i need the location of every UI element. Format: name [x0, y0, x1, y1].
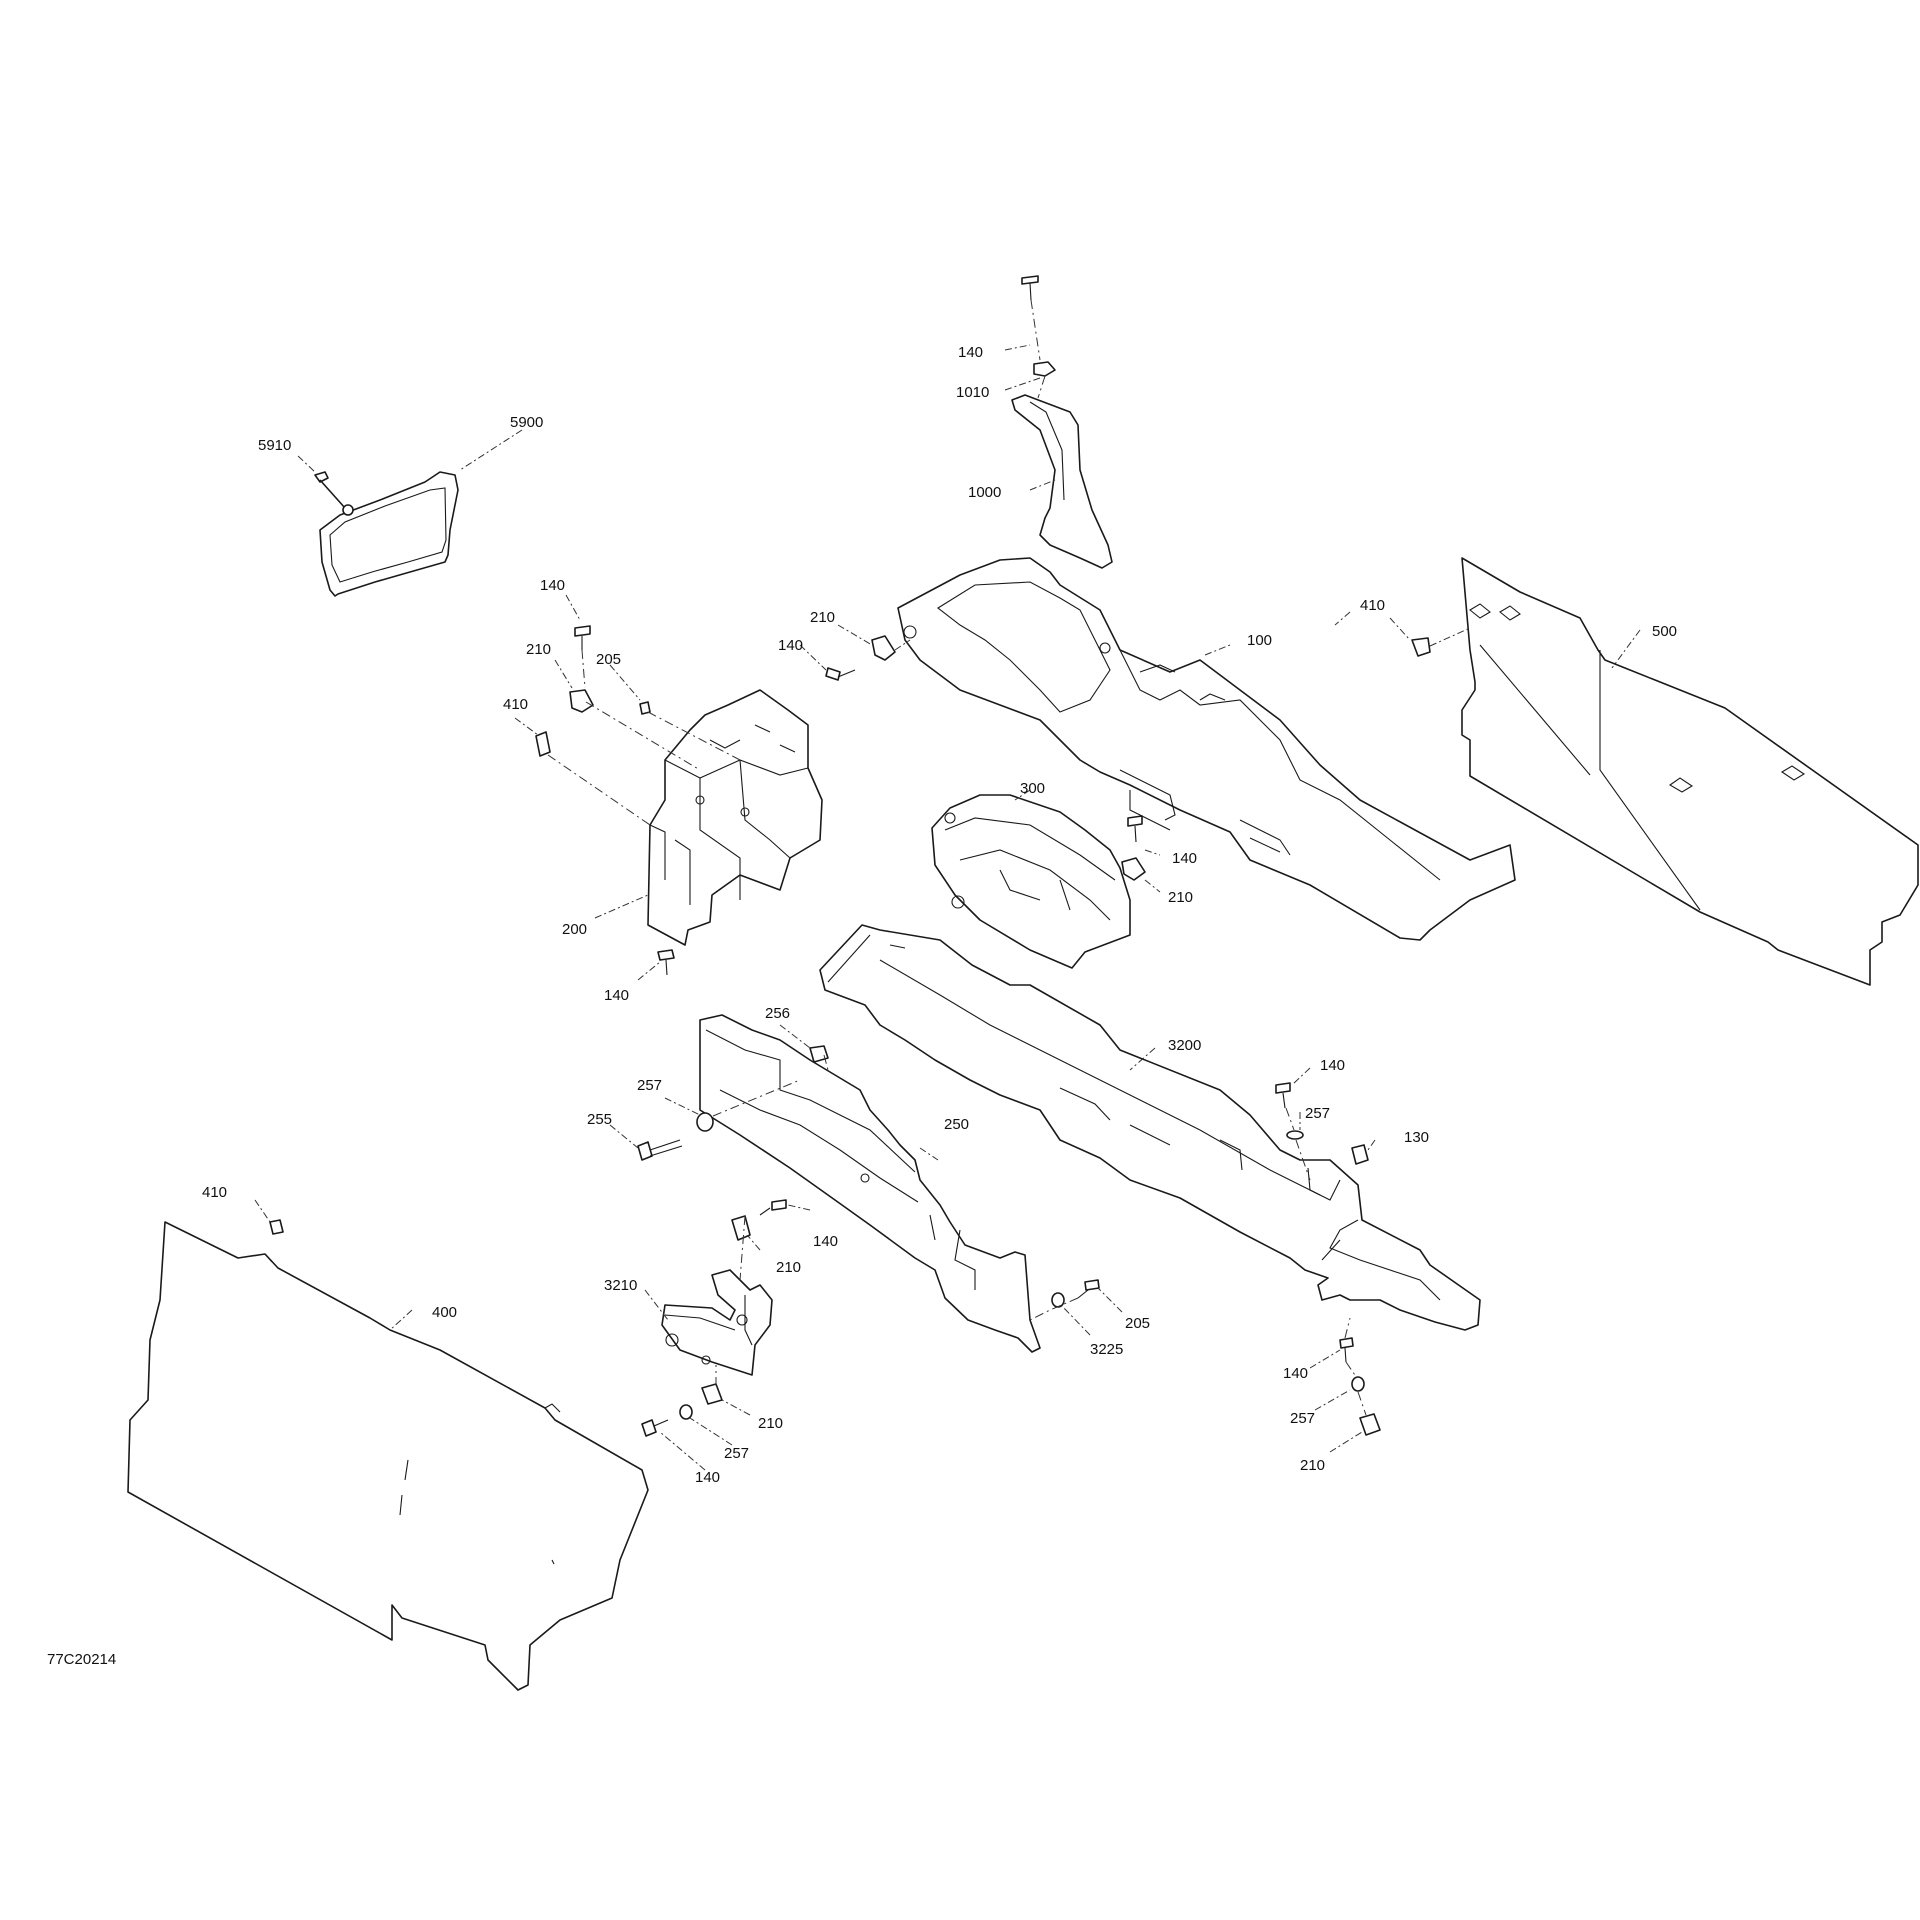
callout-410: 410: [1360, 597, 1385, 614]
callout-210: 210: [1168, 889, 1193, 906]
screw-140-console[interactable]: [825, 667, 856, 681]
callout-255: 255: [587, 1111, 612, 1128]
part-3210-bracket[interactable]: [661, 1269, 773, 1376]
clip-130[interactable]: [1351, 1144, 1369, 1165]
figure-id: 77C20214: [47, 1651, 116, 1668]
callout-257: 257: [1305, 1105, 1330, 1122]
callout-3200: 3200: [1168, 1037, 1201, 1054]
callout-140: 140: [1320, 1057, 1345, 1074]
callout-140: 140: [540, 577, 565, 594]
callout-210: 210: [1300, 1457, 1325, 1474]
screw-140-bottom[interactable]: [641, 1419, 669, 1437]
callout-140: 140: [1283, 1365, 1308, 1382]
callout-140: 140: [958, 344, 983, 361]
washer-3225[interactable]: [1051, 1292, 1065, 1308]
callout-257: 257: [1290, 1410, 1315, 1427]
callout-130: 130: [1404, 1129, 1429, 1146]
bolt-255[interactable]: [637, 1139, 683, 1161]
callout-210: 210: [810, 609, 835, 626]
screw-140-right[interactable]: [1275, 1082, 1291, 1109]
callout-410: 410: [202, 1184, 227, 1201]
part-500-panel[interactable]: [1461, 557, 1919, 986]
screw-140-left-upper[interactable]: [574, 625, 591, 650]
callout-250: 250: [944, 1116, 969, 1133]
screw-205-lower[interactable]: [1077, 1279, 1100, 1299]
callout-257: 257: [724, 1445, 749, 1462]
callout-257: 257: [637, 1077, 662, 1094]
part-250-plate[interactable]: [699, 1014, 1041, 1353]
callout-140: 140: [695, 1469, 720, 1486]
screw-140-lower-mid[interactable]: [759, 1199, 787, 1216]
clip-210-bottom-right[interactable]: [1359, 1413, 1381, 1436]
part-100-console[interactable]: [897, 557, 1516, 941]
callout-300: 300: [1020, 780, 1045, 797]
nut-256[interactable]: [809, 1045, 829, 1063]
leader-lines: [254, 299, 1641, 1471]
part-300-housing[interactable]: [931, 794, 1131, 969]
spacer-210-lower-mid[interactable]: [731, 1215, 751, 1241]
washer-257-right[interactable]: [1286, 1130, 1304, 1140]
callout-5910: 5910: [258, 437, 291, 454]
part-400-panel[interactable]: [127, 1221, 649, 1691]
callout-100: 100: [1247, 632, 1272, 649]
clip-410-lower-left[interactable]: [269, 1219, 284, 1235]
clip-210-console[interactable]: [871, 635, 896, 661]
callout-205: 205: [596, 651, 621, 668]
callout-410: 410: [503, 696, 528, 713]
callout-140: 140: [813, 1233, 838, 1250]
fastener-group: [269, 275, 1431, 1437]
screw-140-top[interactable]: [1021, 275, 1039, 301]
callout-labels: 140 1010 1000 5910 5900 140 210 205 410 …: [202, 344, 1677, 1486]
callout-400: 400: [432, 1304, 457, 1321]
clip-210-mid[interactable]: [1121, 857, 1146, 881]
callout-5900: 5900: [510, 414, 543, 431]
screw-140-bottom-right[interactable]: [1339, 1337, 1354, 1363]
callout-210: 210: [776, 1259, 801, 1276]
callout-140: 140: [778, 637, 803, 654]
washer-257-bottom[interactable]: [679, 1404, 693, 1420]
part-3200-rail[interactable]: [819, 924, 1481, 1331]
callout-205: 205: [1125, 1315, 1150, 1332]
washer-257-bottom-right[interactable]: [1351, 1376, 1365, 1392]
part-1000-bracket[interactable]: [1011, 394, 1113, 569]
callout-200: 200: [562, 921, 587, 938]
part-5910-bolt[interactable]: [314, 471, 354, 516]
callout-1010: 1010: [956, 384, 989, 401]
callout-210: 210: [758, 1415, 783, 1432]
screw-140-left-lower[interactable]: [657, 949, 675, 976]
part-200-bracket[interactable]: [647, 689, 823, 946]
callout-3225: 3225: [1090, 1341, 1123, 1358]
callout-140: 140: [1172, 850, 1197, 867]
screw-140-mid[interactable]: [1127, 815, 1143, 843]
nut-1010[interactable]: [1033, 361, 1056, 377]
clip-210-bottom[interactable]: [701, 1383, 723, 1405]
callout-210: 210: [526, 641, 551, 658]
clip-205-left[interactable]: [639, 701, 651, 715]
clip-410-left[interactable]: [535, 731, 551, 757]
clip-410-right[interactable]: [1411, 637, 1431, 657]
part-5900-mirror[interactable]: [319, 471, 459, 597]
callout-256: 256: [765, 1005, 790, 1022]
callout-500: 500: [1652, 623, 1677, 640]
callout-140: 140: [604, 987, 629, 1004]
callout-3210: 3210: [604, 1277, 637, 1294]
callout-1000: 1000: [968, 484, 1001, 501]
washer-257-left[interactable]: [696, 1112, 714, 1132]
clip-210-left[interactable]: [569, 689, 594, 713]
